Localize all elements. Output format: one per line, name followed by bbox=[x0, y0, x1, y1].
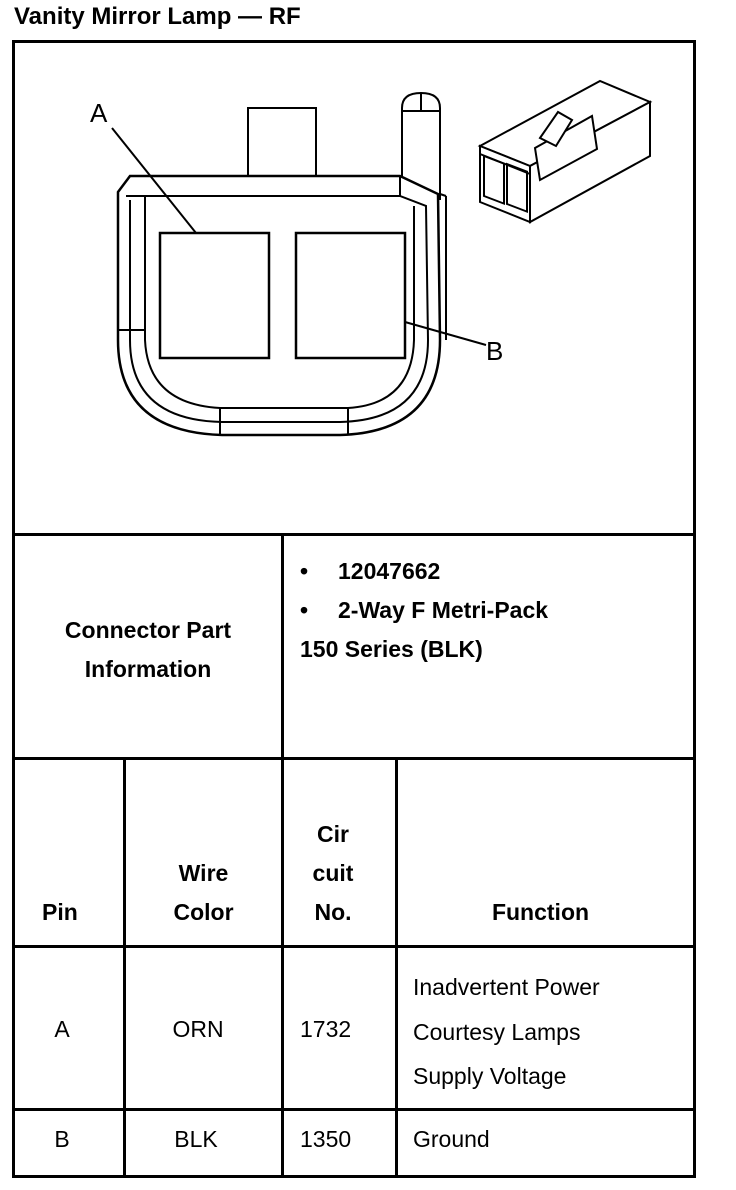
part-number-item: • 12047662 bbox=[300, 552, 690, 591]
connector-info-label: Connector Part Information bbox=[15, 611, 281, 689]
connector-table-frame bbox=[12, 40, 696, 1178]
header-wire-color: Wire Color bbox=[126, 854, 281, 932]
row-a-circuit: 1732 bbox=[300, 1016, 352, 1042]
header-circuit: Cir cuit No. bbox=[284, 815, 382, 932]
header-circuit-line2: cuit bbox=[312, 860, 354, 886]
row-a-function-line1: Inadvertent Power bbox=[413, 974, 600, 1000]
connector-info-values: • 12047662 • 2-Way F Metri-Pack 150 Seri… bbox=[300, 552, 690, 669]
divider-info bbox=[12, 757, 696, 760]
connector-type: 2-Way F Metri-Pack bbox=[338, 597, 549, 623]
callout-b: B bbox=[486, 336, 503, 366]
header-circuit-line1: Cir bbox=[317, 821, 349, 847]
connector-diagram: A B bbox=[90, 79, 653, 437]
column-rule-function bbox=[395, 757, 398, 1178]
header-circuit-line3: No. bbox=[314, 899, 352, 925]
row-a-function: Inadvertent Power Courtesy Lamps Supply … bbox=[413, 965, 693, 1099]
row-b-wire-color: BLK bbox=[174, 1126, 218, 1152]
row-a-function-line3: Supply Voltage bbox=[413, 1063, 567, 1089]
row-a-function-line2: Courtesy Lamps bbox=[413, 1018, 581, 1045]
connector-face-icon bbox=[111, 91, 487, 437]
connector-info-label-line2: Information bbox=[84, 656, 212, 682]
header-wire-color-line1: Wire bbox=[178, 860, 229, 886]
bullet-icon: • bbox=[300, 597, 309, 623]
connector-info-label-line1: Connector Part bbox=[64, 617, 232, 643]
part-number: 12047662 bbox=[338, 558, 441, 584]
header-pin: Pin bbox=[42, 899, 78, 925]
row-b-function: Ground bbox=[413, 1126, 490, 1152]
divider-diagram bbox=[12, 533, 696, 536]
connector-isometric-icon bbox=[477, 79, 653, 224]
connector-series: 150 Series (BLK) bbox=[300, 636, 483, 662]
bullet-icon: • bbox=[300, 558, 309, 584]
page-title: Vanity Mirror Lamp — RF bbox=[14, 3, 301, 30]
divider-header bbox=[12, 945, 696, 948]
row-a-pin: A bbox=[54, 1016, 70, 1042]
column-rule-wire bbox=[123, 757, 126, 1178]
row-a-wire-color: ORN bbox=[172, 1016, 224, 1042]
header-function: Function bbox=[491, 899, 590, 925]
divider-row-a bbox=[12, 1108, 696, 1111]
row-b-circuit: 1350 bbox=[300, 1126, 352, 1152]
connector-type-item: • 2-Way F Metri-Pack bbox=[300, 591, 690, 630]
column-rule-circuit bbox=[281, 533, 284, 1178]
row-b-pin: B bbox=[54, 1126, 70, 1152]
header-wire-color-line2: Color bbox=[173, 899, 234, 925]
callout-a: A bbox=[90, 98, 108, 128]
